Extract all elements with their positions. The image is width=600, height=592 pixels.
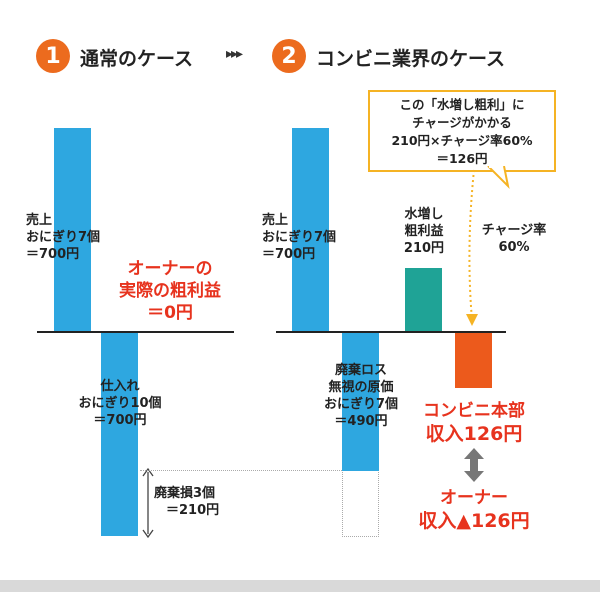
- section1-number-badge: 1: [36, 39, 70, 73]
- waste-dotted-connector: [140, 470, 342, 471]
- section1-title: 通常のケース: [80, 48, 194, 70]
- charge-rate-label: チャージ率 60%: [481, 223, 547, 255]
- inflated-profit-label: 水増し 粗利益 210円: [403, 207, 445, 256]
- left-waste-bracket: [142, 467, 154, 539]
- owner-income-label: オーナー 収入▲126円: [418, 488, 530, 532]
- left-purchase-bar: [101, 333, 138, 536]
- charge-dotted-arrow: [466, 169, 478, 326]
- left-purchase-label: 仕入れ おにぎり10個 ＝700円: [78, 379, 162, 428]
- waste-loss-bar: [342, 333, 379, 471]
- waste-ghost-bar: [342, 472, 379, 537]
- left-axis-line: [37, 331, 234, 333]
- charge-callout-box: この「水増し粗利」に チャージがかかる 210円×チャージ率60% ＝126円: [368, 90, 556, 172]
- left-waste-label: 廃棄損3個 ＝210円: [154, 486, 220, 518]
- right-sales-label: 売上 おにぎり7個 ＝700円: [262, 213, 337, 262]
- charge-bar: [455, 333, 492, 388]
- section2-number-badge: 2: [272, 39, 306, 73]
- arrow-triple-icon: ▸▸▸: [226, 46, 243, 62]
- left-owner-profit-label: オーナーの 実際の粗利益 ＝0円: [119, 259, 221, 323]
- inflated-profit-bar: [405, 268, 442, 331]
- left-sales-bar: [54, 128, 91, 332]
- waste-loss-label: 廃棄ロス 無視の原価 おにぎり7個 ＝490円: [323, 363, 399, 429]
- left-sales-label: 売上 おにぎり7個 ＝700円: [26, 213, 101, 262]
- section2-title: コンビニ業界のケース: [316, 48, 506, 70]
- diagram-canvas: 1 通常のケース ▸▸▸ 2 コンビニ業界のケース 売上 おにぎり7個 ＝700…: [0, 0, 600, 580]
- double-arrow-icon: [464, 448, 484, 482]
- right-sales-bar: [292, 128, 329, 332]
- callout-pointer: [487, 166, 510, 190]
- right-axis-line: [276, 331, 506, 333]
- hq-income-label: コンビニ本部 収入126円: [423, 401, 525, 445]
